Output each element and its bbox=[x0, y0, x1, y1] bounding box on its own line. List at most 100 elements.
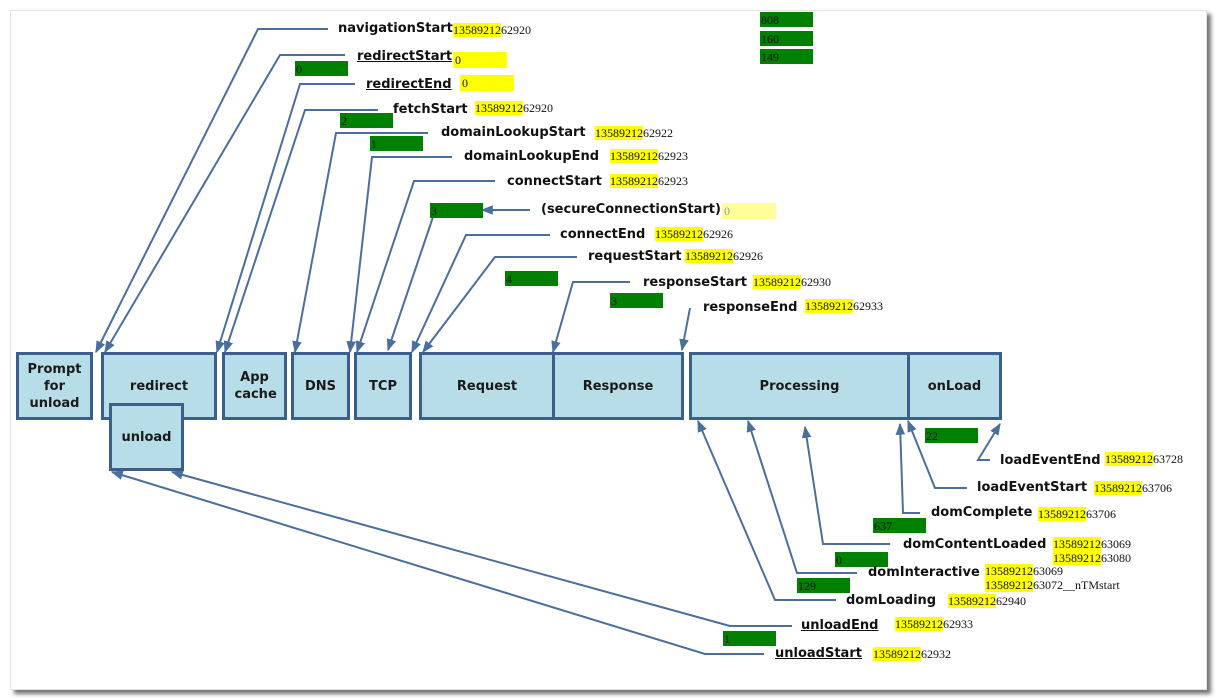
connector-requestStart bbox=[422, 256, 577, 353]
phase-label: Request bbox=[456, 378, 518, 394]
label-navigationStart: navigationStart bbox=[338, 21, 453, 36]
label-domComplete: domComplete bbox=[931, 505, 1033, 520]
ts-domInteractive-nTMstart: 1358921263072__nTMstart bbox=[985, 578, 1120, 592]
ts-prefix: 13589212 bbox=[610, 149, 658, 163]
connector-connectStart bbox=[355, 180, 495, 354]
duration-onload: 22 bbox=[925, 428, 978, 443]
duration-dcl: 0 bbox=[835, 552, 888, 567]
phase-label: Processing bbox=[759, 378, 840, 394]
ts-domContentLoaded-end: 1358921263080 bbox=[1053, 551, 1131, 565]
ts-prefix: 13589212 bbox=[655, 227, 703, 241]
ts-prefix: 13589212 bbox=[1094, 481, 1142, 495]
ts-suffix: 62922 bbox=[643, 126, 673, 140]
label-loadEventEnd: loadEventEnd bbox=[1000, 453, 1101, 468]
ts-suffix: 62926 bbox=[703, 227, 733, 241]
label-secureConnectionStart: (secureConnectionStart) bbox=[541, 202, 721, 217]
ts-connectStart: 1358921262923 bbox=[610, 174, 688, 188]
label-domLoading: domLoading bbox=[846, 593, 937, 608]
label-requestStart: requestStart bbox=[588, 249, 682, 264]
ts-prefix: 13589212 bbox=[685, 249, 733, 263]
duration-response: 3 bbox=[610, 293, 663, 308]
ts-suffix: 63706 bbox=[1086, 507, 1116, 521]
label-domInteractive: domInteractive bbox=[868, 565, 980, 580]
phase-onload: onLoad bbox=[907, 352, 1002, 420]
duration-request: 4 bbox=[505, 271, 558, 286]
label-domainLookupStart: domainLookupStart bbox=[441, 125, 586, 140]
connector-domContentLoaded bbox=[801, 425, 890, 545]
ts-prefix: 13589212 bbox=[753, 275, 801, 289]
label-unloadEnd: unloadEnd bbox=[801, 618, 879, 633]
phase-app-cache: App cache bbox=[222, 352, 287, 420]
ts-navigationStart: 1358921262920 bbox=[453, 23, 531, 37]
ts-unloadEnd: 1358921262933 bbox=[895, 617, 973, 631]
connector-domainLookupEnd bbox=[346, 156, 452, 354]
duration-total: 808 bbox=[760, 12, 813, 27]
ts-prefix: 13589212 bbox=[805, 299, 853, 313]
label-responseEnd: responseEnd bbox=[703, 300, 798, 315]
connector-navigationStart bbox=[95, 28, 328, 354]
ts-suffix: 62926 bbox=[733, 249, 763, 263]
ts-prefix: 13589212 bbox=[1053, 551, 1101, 565]
ts-domainLookupStart: 1358921262922 bbox=[595, 126, 673, 140]
label-domContentLoaded: domContentLoaded bbox=[903, 537, 1047, 552]
label-connectStart: connectStart bbox=[507, 174, 602, 189]
ts-suffix: 62930 bbox=[801, 275, 831, 289]
connector-unloadEnd bbox=[170, 470, 792, 627]
connector-connectEnd bbox=[411, 234, 550, 354]
duration-tcp: 3 bbox=[430, 203, 483, 218]
phase-unload: unload bbox=[109, 403, 184, 471]
ts-fetchStart: 1358921262920 bbox=[475, 101, 553, 115]
connector-domLoading bbox=[697, 419, 836, 601]
phase-dns: DNS bbox=[291, 352, 350, 420]
phase-label: TCP bbox=[369, 378, 397, 394]
label-responseStart: responseStart bbox=[643, 275, 747, 290]
ts-suffix: 63706 bbox=[1142, 481, 1172, 495]
value-secureConnectionStart: 0 bbox=[722, 203, 776, 219]
ts-prefix: 13589212 bbox=[1105, 452, 1153, 466]
duration-second: 160 bbox=[760, 31, 813, 46]
phase-label: onLoad bbox=[927, 378, 982, 394]
phase-label: DNS bbox=[304, 378, 337, 394]
ts-loadEventEnd: 1358921263728 bbox=[1105, 452, 1183, 466]
ts-suffix: 62933 bbox=[853, 299, 883, 313]
ts-prefix: 13589212 bbox=[453, 23, 501, 37]
connector-fetchStart bbox=[223, 109, 378, 354]
phase-response: Response bbox=[552, 352, 684, 420]
ts-domInteractive: 1358921263069 bbox=[985, 564, 1063, 578]
ts-prefix: 13589212 bbox=[475, 101, 523, 115]
label-loadEventStart: loadEventStart bbox=[977, 480, 1088, 495]
label-redirectStart: redirectStart bbox=[357, 49, 453, 64]
ts-prefix: 13589212 bbox=[985, 578, 1033, 592]
duration-redirect: 0 bbox=[295, 61, 348, 76]
ts-suffix: 62920 bbox=[523, 101, 553, 115]
ts-connectEnd: 1358921262926 bbox=[655, 227, 733, 241]
ts-domLoading: 1358921262940 bbox=[948, 594, 1026, 608]
value-redirectEnd: 0 bbox=[460, 75, 514, 91]
connector-domComplete bbox=[895, 422, 920, 514]
duration-unload: 1 bbox=[723, 631, 776, 646]
label-unloadStart: unloadStart bbox=[775, 646, 862, 661]
connector-responseEnd bbox=[679, 307, 691, 352]
ts-responseStart: 1358921262930 bbox=[753, 275, 831, 289]
connector-secure-tcp bbox=[386, 216, 434, 352]
phase-label: Response bbox=[582, 378, 654, 394]
ts-suffix: 62933 bbox=[943, 617, 973, 631]
phase-label: redirect bbox=[129, 378, 189, 394]
phase-label: unload bbox=[121, 429, 172, 445]
phase-tcp: TCP bbox=[354, 352, 412, 420]
phase-processing: Processing bbox=[689, 352, 910, 420]
ts-loadEventStart: 1358921263706 bbox=[1094, 481, 1172, 495]
connector-unloadStart bbox=[110, 470, 764, 655]
ts-suffix: 62932 bbox=[921, 647, 951, 661]
connector-responseStart bbox=[551, 281, 630, 354]
ts-prefix: 13589212 bbox=[895, 617, 943, 631]
ts-domainLookupEnd: 1358921262923 bbox=[610, 149, 688, 163]
ts-suffix: 63728 bbox=[1153, 452, 1183, 466]
ts-suffix: 62940 bbox=[996, 594, 1026, 608]
duration-appcache: 2 bbox=[340, 113, 393, 128]
duration-third: 149 bbox=[760, 49, 813, 64]
ts-suffix: 62923 bbox=[658, 149, 688, 163]
phase-request: Request bbox=[419, 352, 555, 420]
connector-loadEventStart bbox=[907, 419, 967, 489]
